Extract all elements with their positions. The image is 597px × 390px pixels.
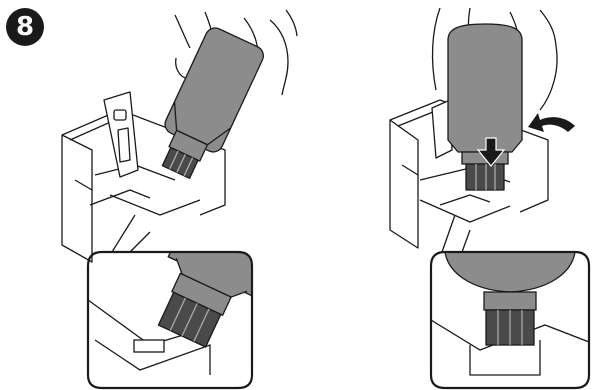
right-ink-bottle bbox=[448, 24, 522, 190]
left-tank-lid bbox=[104, 92, 138, 177]
left-ink-bottle bbox=[148, 25, 267, 185]
right-panel bbox=[390, 8, 557, 252]
press-side-arrow-icon bbox=[528, 113, 575, 132]
left-panel bbox=[62, 10, 297, 262]
right-zoom-inset bbox=[431, 252, 589, 388]
